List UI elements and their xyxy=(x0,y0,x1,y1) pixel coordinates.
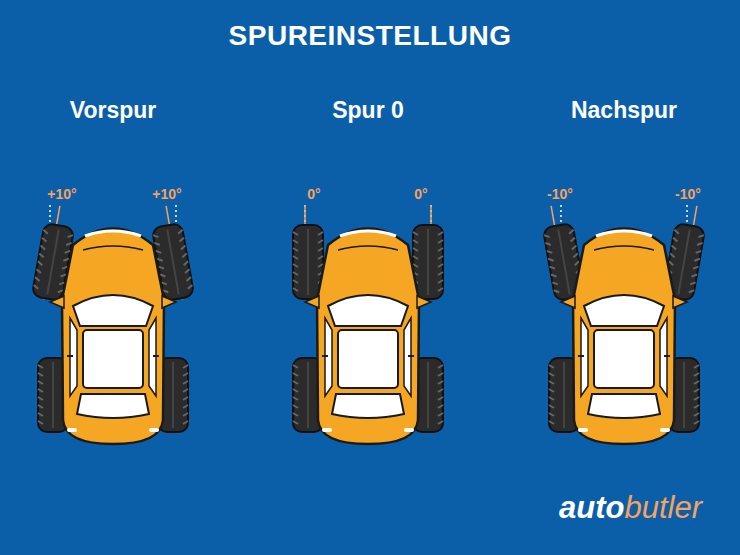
angle-label: -10° xyxy=(547,186,573,202)
diagram-title: SPUREINSTELLUNG xyxy=(0,20,740,52)
section-heading: Vorspur xyxy=(70,97,156,124)
section-heading: Nachspur xyxy=(571,97,677,124)
section-heading: Spur 0 xyxy=(332,97,404,124)
angle-label: +10° xyxy=(47,186,76,202)
angle-label: -10° xyxy=(675,186,701,202)
brand-logo: autobutler xyxy=(559,490,702,526)
logo-word: auto xyxy=(559,490,624,526)
logo-word: butler xyxy=(624,490,702,526)
angle-label: 0° xyxy=(307,186,320,202)
angle-label: 0° xyxy=(414,186,427,202)
angle-label: +10° xyxy=(152,186,181,202)
